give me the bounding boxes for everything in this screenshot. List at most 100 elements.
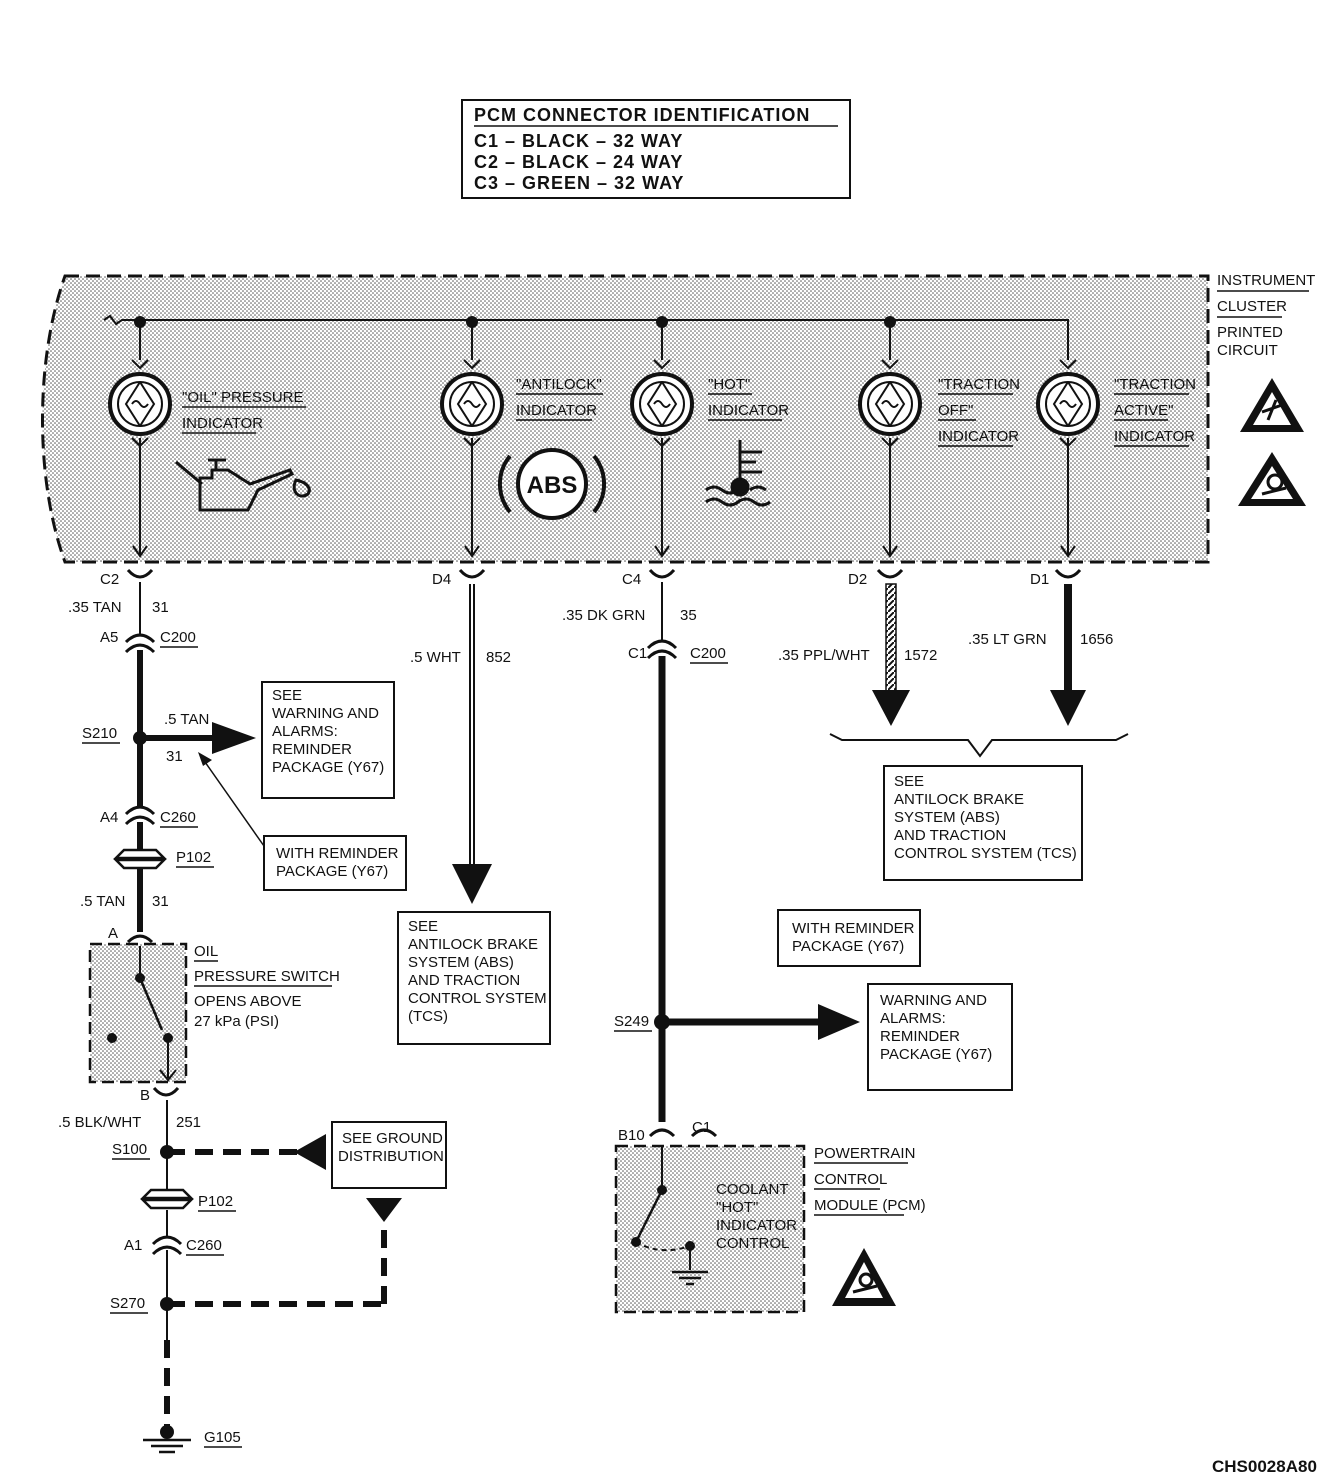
indicator-bulb-icon	[858, 359, 922, 558]
svg-text:PACKAGE (Y67): PACKAGE (Y67)	[276, 863, 388, 880]
svg-text:.5 BLK/WHT: .5 BLK/WHT	[58, 1114, 141, 1131]
svg-text:.35 PPL/WHT: .35 PPL/WHT	[778, 647, 870, 664]
abs-icon: ABS	[498, 448, 606, 520]
antilock-wire: .5 WHT 852	[410, 584, 511, 904]
svg-text:"TRACTION: "TRACTION	[938, 376, 1020, 393]
svg-text:SEE: SEE	[272, 687, 302, 704]
indicator-traction-active-label: "TRACTION ACTIVE" INDICATOR	[1114, 376, 1196, 447]
connector-c260-left: A4 C260	[100, 805, 198, 828]
svg-text:"TRACTION: "TRACTION	[1114, 376, 1196, 393]
svg-text:SEE: SEE	[894, 773, 924, 790]
svg-text:C260: C260	[160, 809, 196, 826]
svg-text:INDICATOR: INDICATOR	[708, 402, 789, 419]
connector-cups	[126, 568, 1082, 579]
ground-dashed-wire	[164, 1149, 387, 1426]
connector-p102-bottom: P102	[139, 1188, 236, 1212]
svg-text:31: 31	[152, 893, 169, 910]
connector-c200-left: A5 C200	[100, 629, 198, 654]
switch-b-connector: B	[140, 1086, 180, 1104]
pcm-table-row: C2 – BLACK – 24 WAY	[474, 152, 683, 172]
svg-text:AND TRACTION: AND TRACTION	[408, 972, 520, 989]
indicator-bulb-icon	[108, 359, 172, 558]
indicator-antilock-label: "ANTILOCK" INDICATOR	[516, 376, 603, 421]
svg-text:D1: D1	[1030, 571, 1049, 588]
oil-pressure-switch: A OIL PRESSURE SWITCH OPENS ABOVE 27 kPa…	[88, 925, 340, 1084]
oil-can-icon	[175, 458, 311, 512]
svg-text:(TCS): (TCS)	[408, 1008, 448, 1025]
svg-text:SEE GROUND: SEE GROUND	[342, 1130, 443, 1147]
svg-text:A: A	[108, 925, 118, 942]
svg-text:OPENS ABOVE: OPENS ABOVE	[194, 993, 302, 1010]
svg-text:ALARMS:: ALARMS:	[272, 723, 338, 740]
svg-text:ANTILOCK BRAKE: ANTILOCK BRAKE	[408, 936, 538, 953]
wire-label-oil-mid: .5 TAN 31	[80, 893, 169, 910]
note-with-reminder-mid: WITH REMINDER PACKAGE (Y67)	[777, 909, 921, 967]
splice-s210: S210 .5 TAN 31	[82, 711, 256, 765]
svg-text:G105: G105	[204, 1429, 241, 1446]
svg-text:A1: A1	[124, 1237, 142, 1254]
svg-text:CONTROL SYSTEM (TCS): CONTROL SYSTEM (TCS)	[894, 845, 1077, 862]
indicator-bulb-icon	[440, 359, 504, 558]
svg-text:.5 TAN: .5 TAN	[80, 893, 125, 910]
svg-text:1572: 1572	[904, 647, 937, 664]
indicator-oil-label: "OIL" PRESSURE INDICATOR	[182, 389, 306, 434]
svg-text:AND TRACTION: AND TRACTION	[894, 827, 1006, 844]
indicator-bulb-icon	[1036, 359, 1100, 558]
svg-text:INDICATOR: INDICATOR	[716, 1217, 797, 1234]
svg-text:INSTRUMENT: INSTRUMENT	[1217, 272, 1315, 289]
svg-text:S270: S270	[110, 1295, 145, 1312]
svg-text:.35 TAN: .35 TAN	[68, 599, 122, 616]
svg-text:CIRCUIT: CIRCUIT	[1217, 342, 1278, 359]
svg-text:ANTILOCK BRAKE: ANTILOCK BRAKE	[894, 791, 1024, 808]
svg-text:C200: C200	[690, 645, 726, 662]
note-see-abs-right: SEE ANTILOCK BRAKE SYSTEM (ABS) AND TRAC…	[883, 765, 1083, 881]
svg-text:WITH REMINDER: WITH REMINDER	[276, 845, 399, 862]
cluster-connectors: C2 D4 C4 D2 D1	[100, 571, 1049, 588]
svg-text:CONTROL SYSTEM: CONTROL SYSTEM	[408, 990, 547, 1007]
esd-warning-icon	[1240, 378, 1304, 432]
svg-text:D2: D2	[848, 571, 867, 588]
instrument-cluster-region	[41, 274, 1210, 564]
svg-text:CONTROL: CONTROL	[814, 1171, 887, 1188]
svg-text:.35 LT GRN: .35 LT GRN	[968, 631, 1047, 648]
pcm-table-title: PCM CONNECTOR IDENTIFICATION	[474, 105, 810, 125]
connector-c200-mid: C1 C200	[628, 639, 728, 664]
pcm-module: B10 C1 COOLANT "HOT" INDICATOR CONTROL P…	[614, 1119, 926, 1314]
svg-text:MODULE (PCM): MODULE (PCM)	[814, 1197, 926, 1214]
connector-c260-bottom: A1 C260	[124, 1235, 224, 1256]
svg-text:C260: C260	[186, 1237, 222, 1254]
note-see-abs-left: SEE ANTILOCK BRAKE SYSTEM (ABS) AND TRAC…	[397, 911, 551, 1045]
svg-text:"HOT": "HOT"	[716, 1199, 758, 1216]
svg-text:P102: P102	[198, 1193, 233, 1210]
figure-id: CHS0028A80	[1212, 1457, 1317, 1476]
instrument-cluster-label: INSTRUMENT CLUSTER PRINTED CIRCUIT	[1217, 272, 1315, 359]
coolant-temp-icon	[705, 440, 771, 507]
svg-text:PRINTED: PRINTED	[1217, 324, 1283, 341]
indicator-hot-label: "HOT" INDICATOR	[708, 376, 789, 421]
hot-wire: .35 DK GRN 35	[562, 582, 697, 1122]
svg-text:.5 WHT: .5 WHT	[410, 649, 461, 666]
svg-text:852: 852	[486, 649, 511, 666]
note-see-ground: SEE GROUND DISTRIBUTION	[331, 1121, 447, 1222]
svg-text:S210: S210	[82, 725, 117, 742]
svg-text:1656: 1656	[1080, 631, 1113, 648]
pcm-connector-table: PCM CONNECTOR IDENTIFICATION C1 – BLACK …	[461, 99, 851, 199]
traction-active-wire: .35 LT GRN 1656	[968, 584, 1113, 726]
svg-text:POWERTRAIN: POWERTRAIN	[814, 1145, 915, 1162]
svg-text:SYSTEM (ABS): SYSTEM (ABS)	[408, 954, 514, 971]
svg-text:PACKAGE (Y67): PACKAGE (Y67)	[272, 759, 384, 776]
esd-warning-icon	[832, 1248, 896, 1306]
svg-text:SYSTEM (ABS): SYSTEM (ABS)	[894, 809, 1000, 826]
svg-text:C200: C200	[160, 629, 196, 646]
svg-text:S100: S100	[112, 1141, 147, 1158]
svg-text:S249: S249	[614, 1013, 649, 1030]
connector-p102-top: P102	[112, 848, 214, 870]
svg-text:DISTRIBUTION: DISTRIBUTION	[338, 1148, 444, 1165]
note-with-reminder-left: WITH REMINDER PACKAGE (Y67)	[198, 752, 407, 891]
pcm-table-row: C1 – BLACK – 32 WAY	[474, 131, 683, 151]
pcm-table-row: C3 – GREEN – 32 WAY	[474, 173, 684, 193]
splice-s249: S249	[614, 1004, 860, 1040]
svg-text:"HOT": "HOT"	[708, 376, 750, 393]
indicator-bulbs	[108, 359, 1100, 558]
svg-text:ABS: ABS	[527, 472, 578, 499]
